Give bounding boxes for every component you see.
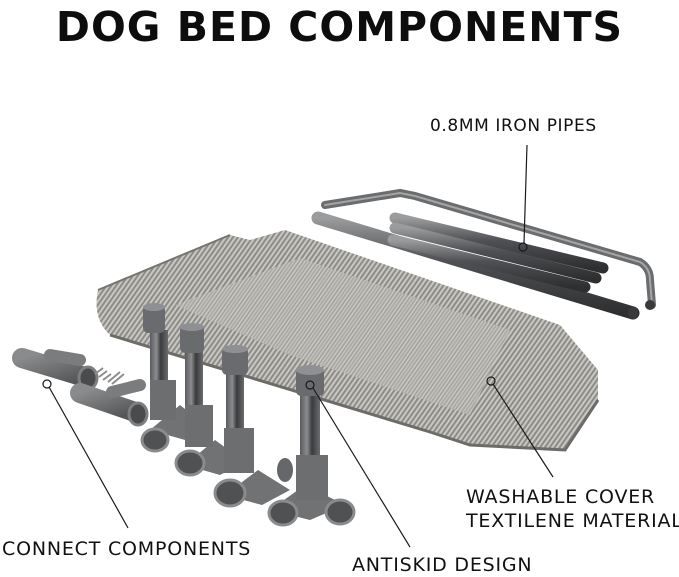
leader-lines <box>42 144 554 548</box>
leader-line-cover <box>492 383 554 478</box>
leader-dot-connect <box>42 379 52 389</box>
leader-dot-pipes <box>518 242 528 252</box>
callout-connect-components: CONNECT COMPONENTS <box>2 538 252 560</box>
iron-pipes <box>311 188 656 320</box>
leader-line-antiskid <box>312 387 411 548</box>
leader-dot-antiskid <box>305 380 315 390</box>
leader-dot-cover <box>486 376 496 386</box>
callout-cover-line1: WASHABLE COVER <box>466 486 656 508</box>
leg-4 <box>267 365 356 527</box>
connect-components <box>12 348 149 427</box>
leg-2 <box>174 323 245 477</box>
callout-washable-cover: WASHABLE COVER TEXTILENE MATERIAL <box>466 485 679 533</box>
leader-line-connect <box>48 386 129 529</box>
leg-3 <box>213 345 293 508</box>
callout-iron-pipes: 0.8MM IRON PIPES <box>430 116 597 136</box>
antiskid-legs <box>140 303 356 527</box>
callout-cover-line2: TEXTILENE MATERIAL <box>466 510 679 532</box>
callout-antiskid-design: ANTISKID DESIGN <box>352 554 533 576</box>
textilene-cover <box>96 230 600 452</box>
leader-line-pipes <box>523 144 528 244</box>
page-title: DOG BED COMPONENTS <box>55 3 624 51</box>
